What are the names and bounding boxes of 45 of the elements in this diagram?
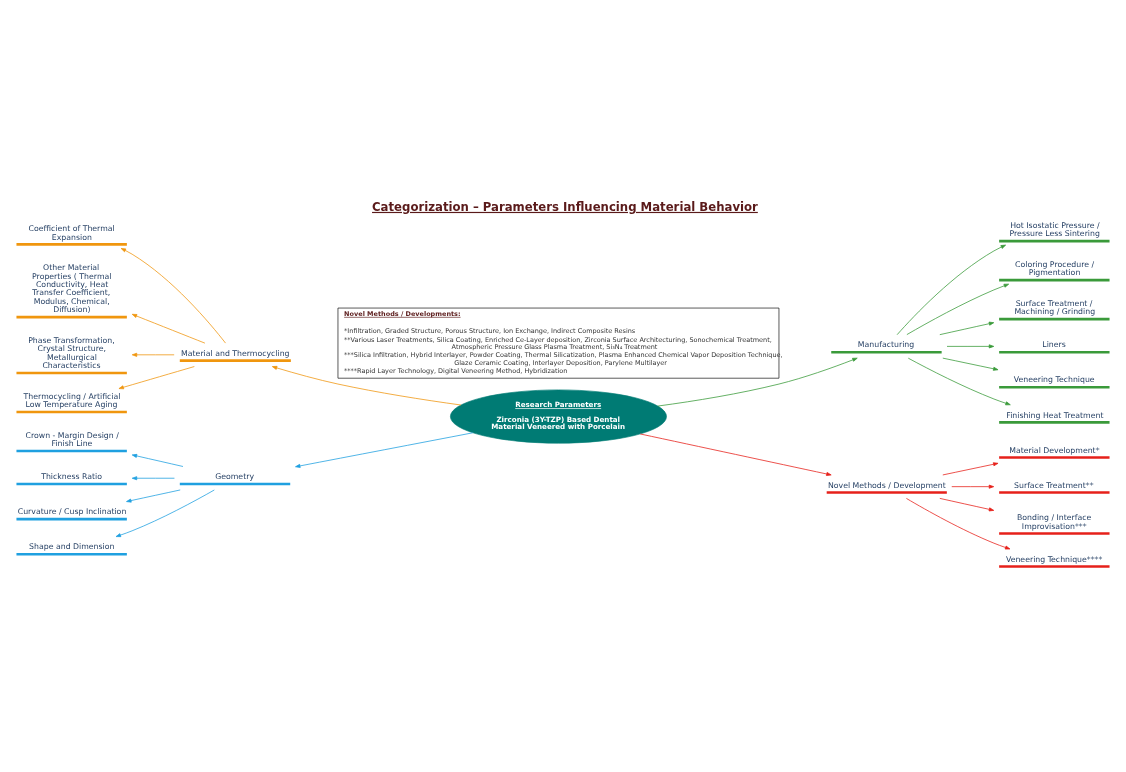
node-box [999,565,1110,568]
arrow [896,244,1006,336]
node-box [999,278,1110,282]
arrow [120,248,226,344]
arrow [131,476,175,481]
node-box [999,350,1110,354]
node-box [999,421,1110,424]
node-box [999,532,1110,535]
arrow [118,366,195,390]
diagram-title: Categorization – Parameters Influencing Material Behavior [372,199,758,214]
node-box [999,386,1110,389]
node-box [999,239,1110,243]
arrow [942,357,999,371]
arrow [639,433,832,476]
node-box [999,491,1110,494]
arrow [906,283,1010,335]
arrow [131,313,206,344]
node-box [826,491,947,494]
arrow [657,357,858,407]
arrow [942,462,999,476]
node-box [16,371,127,375]
node-box [16,552,127,556]
node-box [179,359,291,362]
arrow [115,489,215,538]
arrow [126,489,181,503]
arrow [951,484,995,489]
arrow [295,432,474,468]
node-box [831,350,942,354]
node-box [16,482,127,486]
node-box [179,482,291,486]
node-box [16,449,127,453]
node-box [16,243,127,246]
arrow [906,498,1011,550]
arrow [271,365,462,406]
node-box [999,456,1110,459]
arrow [907,357,1011,406]
arrow [939,321,995,336]
arrow [131,453,184,467]
node-box [16,315,127,319]
arrow [946,344,995,349]
node-box [999,317,1110,321]
arrow [131,352,175,357]
node-box [16,517,127,521]
node-box [16,410,127,414]
arrow [939,498,995,512]
